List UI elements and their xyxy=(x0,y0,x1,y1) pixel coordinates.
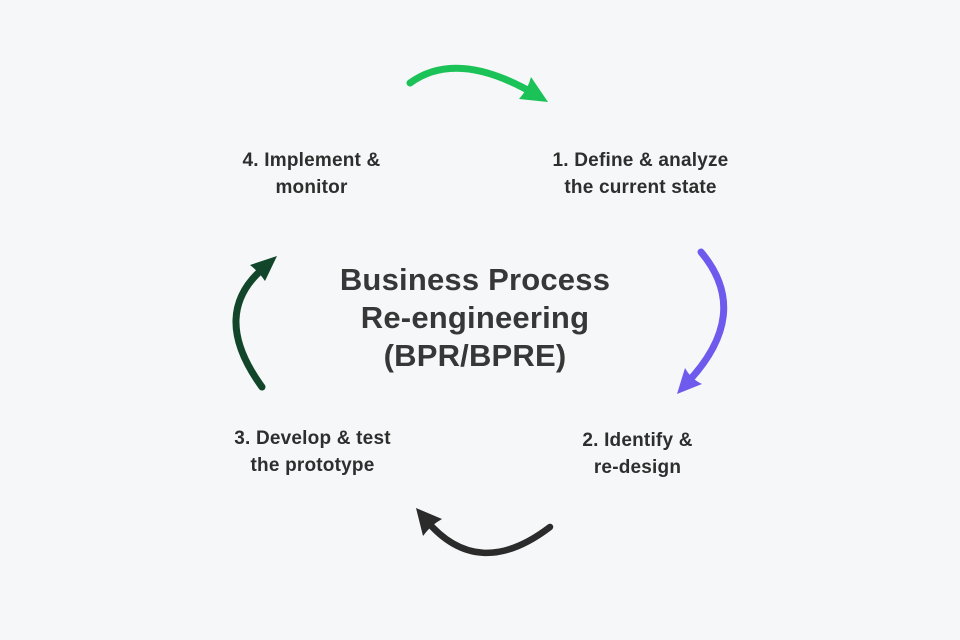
step-2-line1: 2. Identify & xyxy=(582,430,693,451)
diagram-title-line1: Business Process xyxy=(339,262,611,297)
arrow-1-to-2-shaft xyxy=(682,248,728,388)
diagram-title: Business Process Re-engineering (BPR/BPR… xyxy=(285,261,665,375)
step-label-1: 1. Define & analyze the current state xyxy=(538,147,743,201)
arrow-3-to-4-icon xyxy=(232,256,277,391)
diagram-title-line2: Re-engineering xyxy=(360,300,590,335)
arrow-2-to-3-shaft xyxy=(422,516,554,557)
arrow-4-to-1-icon xyxy=(406,64,548,102)
step-3-line1: 3. Develop & test xyxy=(234,428,391,449)
step-label-2: 2. Identify & re-design xyxy=(535,427,740,481)
arrow-1-to-2-head xyxy=(677,368,702,394)
arrow-4-to-1-shaft xyxy=(406,64,542,100)
step-4-line2: monitor xyxy=(275,177,348,198)
step-1-line1: 1. Define & analyze xyxy=(552,150,729,171)
diagram-title-line3: (BPR/BPRE) xyxy=(383,338,567,373)
step-label-4: 4. Implement & monitor xyxy=(209,147,414,201)
step-2-line2: re-design xyxy=(593,457,682,478)
arrow-3-to-4-head xyxy=(250,256,277,281)
step-3-line2: the prototype xyxy=(250,455,375,476)
arrow-2-to-3-icon xyxy=(416,508,554,557)
step-1-line2: the current state xyxy=(564,177,717,198)
arrow-2-to-3-head xyxy=(416,508,442,536)
arrow-1-to-2-icon xyxy=(677,248,728,394)
step-4-line1: 4. Implement & xyxy=(242,150,381,171)
arrow-3-to-4-shaft xyxy=(232,262,270,391)
step-label-3: 3. Develop & test the prototype xyxy=(210,425,415,479)
arrow-4-to-1-head xyxy=(519,77,548,102)
